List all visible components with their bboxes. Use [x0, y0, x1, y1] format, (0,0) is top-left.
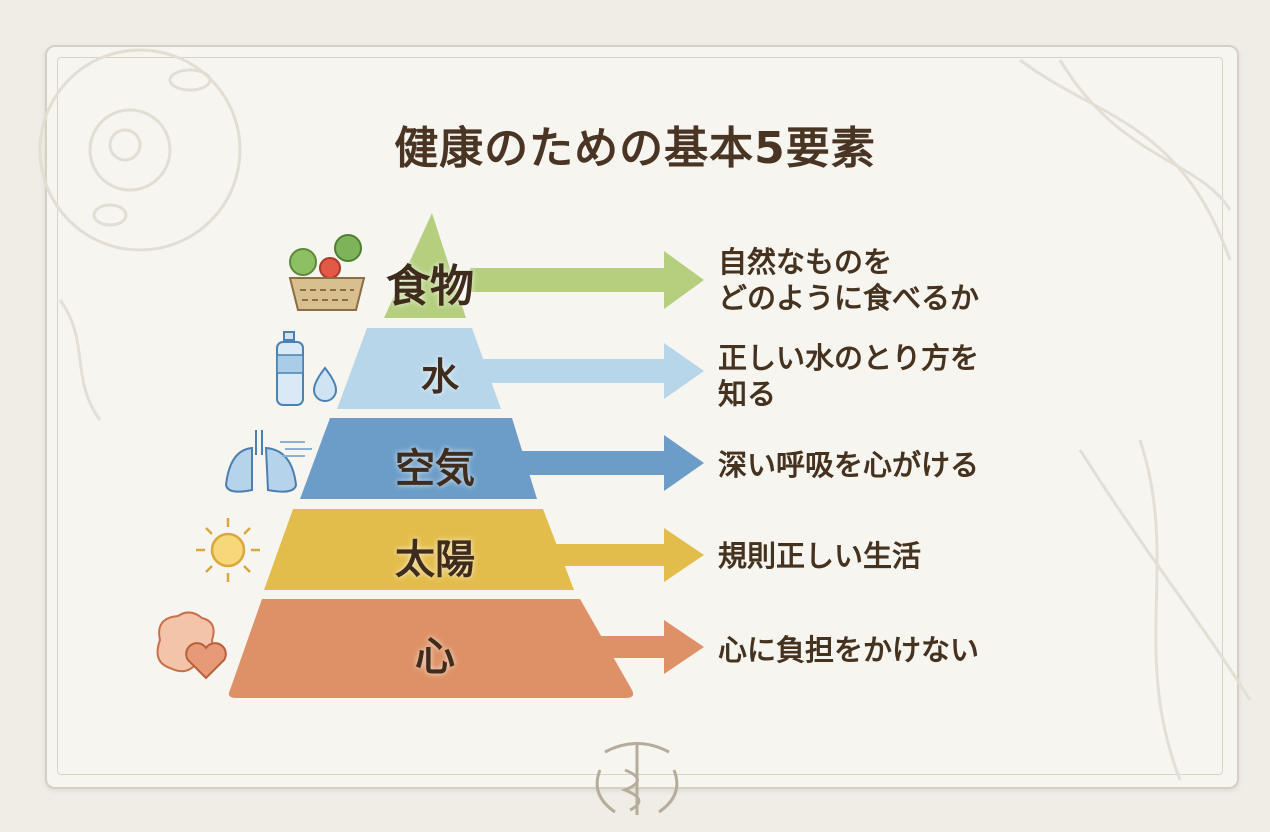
inner-frame: [57, 57, 1223, 775]
lungs-icon: [224, 430, 312, 493]
pyramid-level-water: [337, 328, 501, 409]
level-label-heart: 心: [415, 634, 455, 680]
sun-icon: [196, 518, 260, 582]
cell-illustration: [38, 48, 242, 252]
description-sun: 規則正しい生活: [718, 538, 921, 574]
pyramid-level-sun: [264, 509, 574, 590]
food-basket-icon: [288, 234, 366, 311]
arrow-air: [505, 435, 704, 491]
level-label-air: 空気: [395, 446, 475, 492]
description-air: 深い呼吸を心がける: [718, 447, 979, 483]
description-line: 心に負担をかけない: [718, 633, 980, 667]
pyramid-level-food: [384, 213, 466, 318]
description-line: どのように食べるか: [718, 281, 980, 315]
description-heart: 心に負担をかけない: [718, 632, 979, 668]
description-line: 正しい水のとり方を: [718, 341, 980, 375]
brain-heart-icon: [156, 611, 227, 680]
caduceus-emblem: [595, 742, 679, 815]
water-bottle-icon: [276, 331, 338, 406]
level-label-water: 水: [420, 355, 459, 399]
pyramid-level-air: [300, 418, 537, 499]
description-line: 深い呼吸を心がける: [718, 448, 980, 482]
description-line: 自然なものを: [718, 245, 893, 279]
level-label-food: 食物: [386, 261, 474, 312]
description-line: 知る: [718, 377, 777, 411]
description-water: 正しい水のとり方を 知る: [718, 340, 979, 412]
description-food: 自然なものを どのように食べるか: [718, 244, 979, 316]
description-line: 規則正しい生活: [718, 539, 922, 573]
page-title: 健康のための基本5要素: [394, 123, 876, 174]
dna-illustration: [58, 58, 1252, 781]
level-label-sun: 太陽: [395, 537, 475, 583]
arrow-water: [480, 343, 704, 399]
pyramid-level-heart: [228, 599, 634, 698]
arrow-sun: [540, 528, 704, 582]
arrow-food: [470, 251, 704, 309]
